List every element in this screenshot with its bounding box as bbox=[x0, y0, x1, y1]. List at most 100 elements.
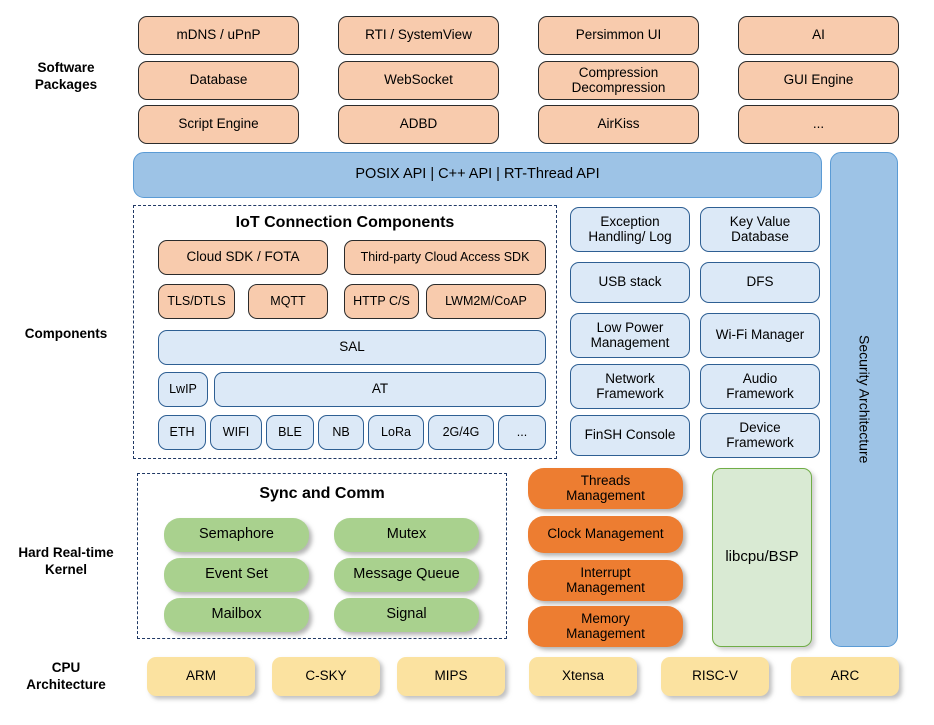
cpu-arch-box[interactable]: C-SKY bbox=[272, 657, 380, 696]
component-label: Audio Framework bbox=[726, 370, 794, 401]
lwip-box[interactable]: LwIP bbox=[158, 372, 208, 407]
protocol-label: 2G/4G bbox=[442, 424, 480, 439]
sync-box[interactable]: Signal bbox=[334, 598, 479, 632]
component-box[interactable]: DFS bbox=[700, 262, 820, 303]
protocol-box[interactable]: BLE bbox=[266, 415, 314, 450]
package-box[interactable]: Compression Decompression bbox=[538, 61, 699, 100]
protocol-label: ... bbox=[516, 424, 528, 439]
package-label: AirKiss bbox=[597, 116, 640, 132]
protocol-box[interactable]: ... bbox=[498, 415, 546, 450]
iot-box-label: HTTP C/S bbox=[353, 293, 410, 308]
cpu-arch-box[interactable]: RISC-V bbox=[661, 657, 769, 696]
security-architecture-label: Security Architecture bbox=[856, 335, 873, 464]
security-architecture-bar[interactable]: Security Architecture bbox=[830, 152, 898, 647]
component-box[interactable]: Device Framework bbox=[700, 413, 820, 458]
iot-box-label: Third-party Cloud Access SDK bbox=[360, 249, 530, 264]
protocol-label: ETH bbox=[169, 424, 195, 439]
kernel-service-box[interactable]: Interrupt Management bbox=[528, 560, 683, 601]
package-box[interactable]: GUI Engine bbox=[738, 61, 899, 100]
cpu-arch-box[interactable]: Xtensa bbox=[529, 657, 637, 696]
kernel-service-label: Clock Management bbox=[547, 526, 664, 542]
iot-box[interactable]: LWM2M/CoAP bbox=[426, 284, 546, 319]
component-label: FinSH Console bbox=[584, 427, 676, 443]
sync-box[interactable]: Event Set bbox=[164, 558, 309, 592]
package-box[interactable]: WebSocket bbox=[338, 61, 499, 100]
package-box[interactable]: AI bbox=[738, 16, 899, 55]
package-label: ADBD bbox=[399, 116, 438, 132]
cpu-arch-box[interactable]: MIPS bbox=[397, 657, 505, 696]
cpu-arch-box[interactable]: ARM bbox=[147, 657, 255, 696]
cpu-arch-label: MIPS bbox=[434, 668, 468, 684]
iot-box[interactable]: TLS/DTLS bbox=[158, 284, 235, 319]
package-label: Database bbox=[189, 72, 248, 88]
component-box[interactable]: Wi-Fi Manager bbox=[700, 313, 820, 358]
row-label-components-text: Components bbox=[24, 325, 108, 341]
package-label: Compression Decompression bbox=[571, 64, 666, 95]
sal-box[interactable]: SAL bbox=[158, 330, 546, 365]
package-box[interactable]: Persimmon UI bbox=[538, 16, 699, 55]
package-label: Persimmon UI bbox=[575, 27, 662, 43]
protocol-box[interactable]: ETH bbox=[158, 415, 206, 450]
protocol-box[interactable]: LoRa bbox=[368, 415, 424, 450]
component-box[interactable]: Audio Framework bbox=[700, 364, 820, 409]
component-box[interactable]: USB stack bbox=[570, 262, 690, 303]
component-label: Low Power Management bbox=[590, 319, 670, 350]
kernel-service-box[interactable]: Memory Management bbox=[528, 606, 683, 647]
iot-connection-components-title: IoT Connection Components bbox=[235, 214, 455, 231]
package-box[interactable]: AirKiss bbox=[538, 105, 699, 144]
component-box[interactable]: Network Framework bbox=[570, 364, 690, 409]
package-box[interactable]: Script Engine bbox=[138, 105, 299, 144]
kernel-service-box[interactable]: Clock Management bbox=[528, 516, 683, 553]
protocol-label: LoRa bbox=[381, 424, 411, 439]
package-box[interactable]: ... bbox=[738, 105, 899, 144]
package-label: ... bbox=[812, 116, 825, 132]
component-box[interactable]: Low Power Management bbox=[570, 313, 690, 358]
protocol-box[interactable]: WIFI bbox=[210, 415, 262, 450]
row-label-software-packages-text: Software Packages bbox=[34, 60, 98, 92]
protocol-box[interactable]: NB bbox=[318, 415, 364, 450]
kernel-service-box[interactable]: Threads Management bbox=[528, 468, 683, 509]
package-label: RTI / SystemView bbox=[365, 27, 472, 43]
api-bar[interactable]: POSIX API | C++ API | RT-Thread API bbox=[133, 152, 822, 198]
component-label: Network Framework bbox=[596, 370, 664, 401]
iot-connection-components-group bbox=[133, 205, 557, 459]
sync-box[interactable]: Mailbox bbox=[164, 598, 309, 632]
component-label: Device Framework bbox=[726, 419, 794, 450]
component-box[interactable]: FinSH Console bbox=[570, 415, 690, 456]
component-box[interactable]: Key Value Database bbox=[700, 207, 820, 252]
component-label: Key Value Database bbox=[729, 213, 791, 244]
protocol-box[interactable]: 2G/4G bbox=[428, 415, 494, 450]
protocol-label: WIFI bbox=[222, 424, 250, 439]
sync-label: Signal bbox=[386, 606, 427, 623]
package-box[interactable]: Database bbox=[138, 61, 299, 100]
package-box[interactable]: RTI / SystemView bbox=[338, 16, 499, 55]
row-label-kernel: Hard Real-time Kernel bbox=[0, 540, 132, 584]
package-label: AI bbox=[812, 27, 825, 43]
component-label: Wi-Fi Manager bbox=[715, 327, 805, 343]
sync-box[interactable]: Message Queue bbox=[334, 558, 479, 592]
at-box[interactable]: AT bbox=[214, 372, 546, 407]
package-box[interactable]: ADBD bbox=[338, 105, 499, 144]
sync-and-comm-title: Sync and Comm bbox=[259, 485, 385, 502]
sync-box[interactable]: Mutex bbox=[334, 518, 479, 552]
sync-label: Semaphore bbox=[199, 526, 274, 543]
sync-label: Event Set bbox=[205, 566, 268, 583]
iot-box[interactable]: HTTP C/S bbox=[344, 284, 419, 319]
component-box[interactable]: Exception Handling/ Log bbox=[570, 207, 690, 252]
sync-box[interactable]: Semaphore bbox=[164, 518, 309, 552]
sync-and-comm-group bbox=[137, 473, 507, 639]
iot-box-label: TLS/DTLS bbox=[167, 293, 226, 308]
iot-box[interactable]: Cloud SDK / FOTA bbox=[158, 240, 328, 275]
libcpu-bsp-box[interactable]: libcpu/BSP bbox=[712, 468, 812, 647]
component-label: DFS bbox=[746, 274, 774, 290]
row-label-cpu-architecture-text: CPU Architecture bbox=[26, 660, 106, 692]
cpu-arch-box[interactable]: ARC bbox=[791, 657, 899, 696]
package-box[interactable]: mDNS / uPnP bbox=[138, 16, 299, 55]
iot-box[interactable]: Third-party Cloud Access SDK bbox=[344, 240, 546, 275]
iot-box[interactable]: MQTT bbox=[248, 284, 328, 319]
package-label: WebSocket bbox=[384, 72, 453, 88]
iot-box-label: LWM2M/CoAP bbox=[445, 293, 527, 308]
sync-label: Mutex bbox=[386, 526, 427, 543]
cpu-arch-label: ARM bbox=[186, 668, 216, 684]
